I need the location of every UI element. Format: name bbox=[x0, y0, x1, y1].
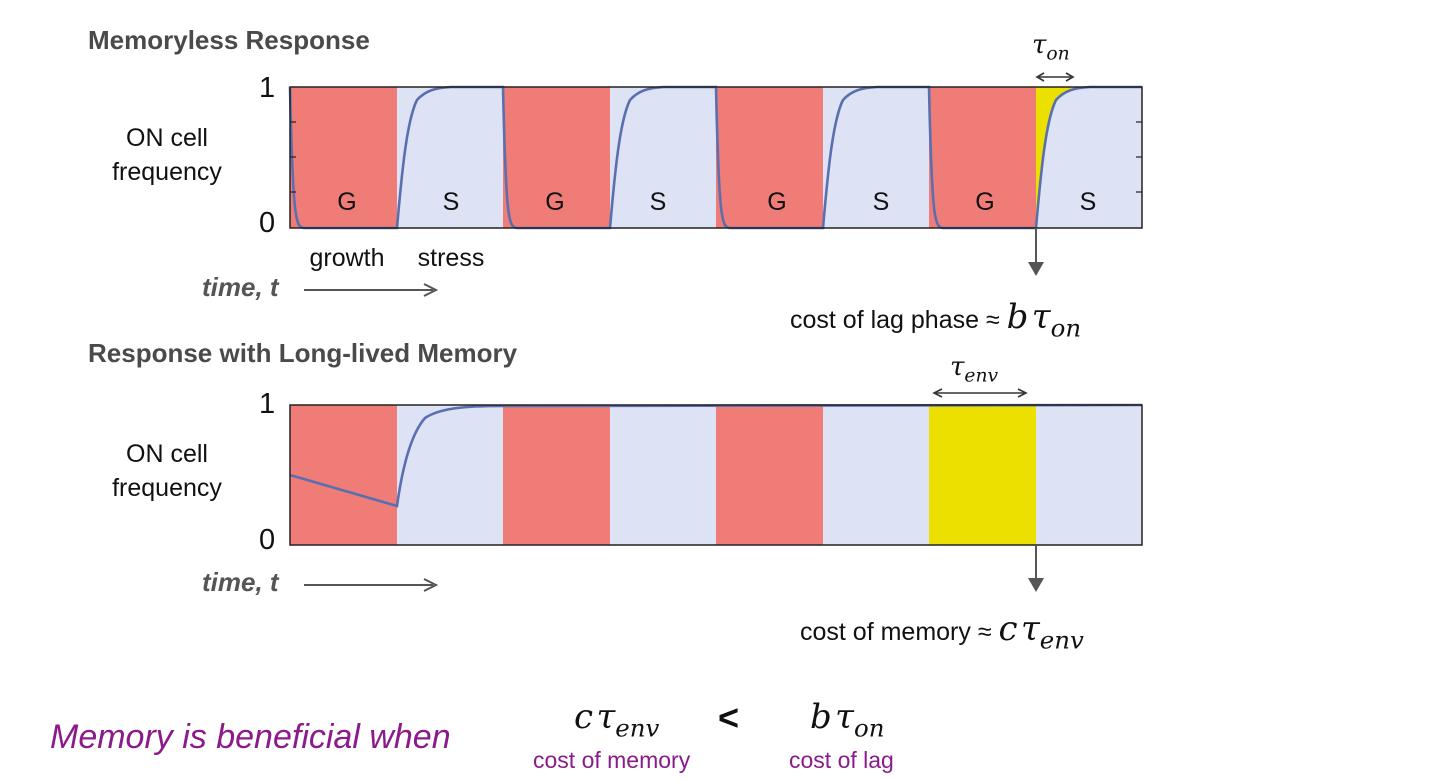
phase-letter-2: S bbox=[443, 188, 460, 216]
less-than-operator: < bbox=[718, 697, 740, 738]
tau-subscript: on bbox=[1046, 43, 1070, 65]
stress-band-2 bbox=[610, 87, 716, 228]
stress-band-1 bbox=[397, 87, 503, 228]
growth-band-1 bbox=[290, 405, 397, 545]
memory-cost-pointer bbox=[1028, 545, 1044, 592]
phase-letter-8: S bbox=[1080, 188, 1097, 216]
stress-band-1 bbox=[397, 405, 503, 545]
time-arrow-2 bbox=[304, 578, 439, 592]
panel2-ytick-1: 1 bbox=[259, 388, 276, 420]
tau-symbol: τ bbox=[1031, 297, 1051, 337]
panel2-frame bbox=[289, 404, 1143, 546]
coef-c: c bbox=[998, 609, 1018, 649]
panel2-time-label: time, t bbox=[202, 567, 279, 597]
panel1-ytick-0: 0 bbox=[259, 207, 276, 239]
memory-cost-math: c τenv bbox=[998, 609, 1084, 655]
panel1-ylabel: ON cell frequency bbox=[92, 121, 242, 189]
tau-subscript: env bbox=[964, 365, 999, 387]
phase-letter-4: S bbox=[650, 188, 667, 216]
panel1-tau-label: τon bbox=[1032, 30, 1070, 65]
tau-symbol: τ bbox=[835, 697, 854, 737]
panel1-title: Memoryless Response bbox=[88, 25, 370, 55]
stress-label: stress bbox=[418, 244, 485, 272]
phase-letter-7: G bbox=[975, 188, 994, 216]
growth-label: growth bbox=[309, 244, 384, 272]
lag-cost-caption: cost of lag bbox=[789, 747, 894, 773]
conclusion-statement: Memory is beneficial when bbox=[50, 718, 451, 756]
panel2-title: Response with Long-lived Memory bbox=[88, 338, 518, 368]
lag-cost-pointer bbox=[1028, 228, 1044, 276]
panel2-tau-label: τenv bbox=[950, 352, 998, 387]
tau-subscript: on bbox=[1050, 313, 1082, 343]
coef-b: b bbox=[1006, 297, 1029, 337]
panel2-chart bbox=[289, 388, 1143, 592]
memory-cost-caption: cost of memory bbox=[533, 747, 691, 773]
panel1-ytick-1: 1 bbox=[259, 72, 276, 104]
tau-symbol: τ bbox=[1020, 609, 1040, 649]
phase-letter-1: G bbox=[337, 188, 356, 216]
phase-letter-6: S bbox=[873, 188, 890, 216]
panel1-ylabel-line1: ON cell bbox=[126, 124, 208, 152]
tau-subscript: env bbox=[615, 713, 660, 743]
coef-c: c bbox=[574, 697, 594, 737]
coef-b: b bbox=[810, 697, 832, 737]
tau-subscript: env bbox=[1039, 625, 1084, 655]
lag-cost-math: b τon bbox=[1006, 297, 1081, 343]
tau-subscript: on bbox=[853, 713, 885, 743]
lag-cost-text: cost of lag phase ≈ bbox=[790, 306, 1000, 334]
memory-cost-band bbox=[929, 405, 1036, 545]
response-curve bbox=[289, 403, 1143, 508]
stress-band-3 bbox=[823, 405, 929, 545]
panel1-time-label: time, t bbox=[202, 272, 279, 302]
time-arrow-1 bbox=[304, 283, 439, 297]
lag-cost-formula: cost of lag phase ≈ b τon bbox=[790, 297, 1081, 343]
tau-env-arrow bbox=[932, 388, 1028, 398]
panel1-ylabel-line2: frequency bbox=[112, 158, 222, 186]
growth-band-3 bbox=[716, 87, 823, 228]
stress-band-4 bbox=[1036, 87, 1142, 228]
panel1-axis-ticks bbox=[290, 121, 1142, 193]
lag-phase-area bbox=[1036, 87, 1090, 228]
tau-symbol: τ bbox=[1032, 30, 1047, 60]
stress-band-2 bbox=[610, 405, 716, 545]
growth-band-2 bbox=[503, 87, 610, 228]
tau-on-arrow bbox=[1035, 72, 1075, 82]
tau-symbol: τ bbox=[950, 352, 965, 382]
phase-letter-5: G bbox=[767, 188, 786, 216]
memory-cost-term: c τenv bbox=[574, 697, 659, 743]
memory-cost-formula: cost of memory ≈ c τenv bbox=[800, 609, 1084, 655]
lag-cost-term: b τon bbox=[810, 697, 884, 743]
phase-letters: G S G S G S G S bbox=[337, 188, 1096, 216]
panel2-ylabel-line1: ON cell bbox=[126, 440, 208, 468]
growth-band-4 bbox=[929, 87, 1036, 228]
panel2-ylabel: ON cell frequency bbox=[92, 437, 242, 505]
growth-band-3 bbox=[716, 405, 823, 545]
tau-symbol: τ bbox=[596, 697, 616, 737]
stress-band-3 bbox=[823, 87, 929, 228]
panel2-ytick-0: 0 bbox=[259, 524, 276, 556]
growth-band-1 bbox=[290, 87, 397, 228]
growth-band-2 bbox=[503, 405, 610, 545]
phase-letter-3: G bbox=[545, 188, 564, 216]
stress-band-4 bbox=[1036, 405, 1142, 545]
panel2-ylabel-line2: frequency bbox=[112, 474, 222, 502]
memory-cost-text: cost of memory ≈ bbox=[800, 618, 992, 646]
panel1-chart: G S G S G S G S growth stress bbox=[288, 72, 1143, 297]
